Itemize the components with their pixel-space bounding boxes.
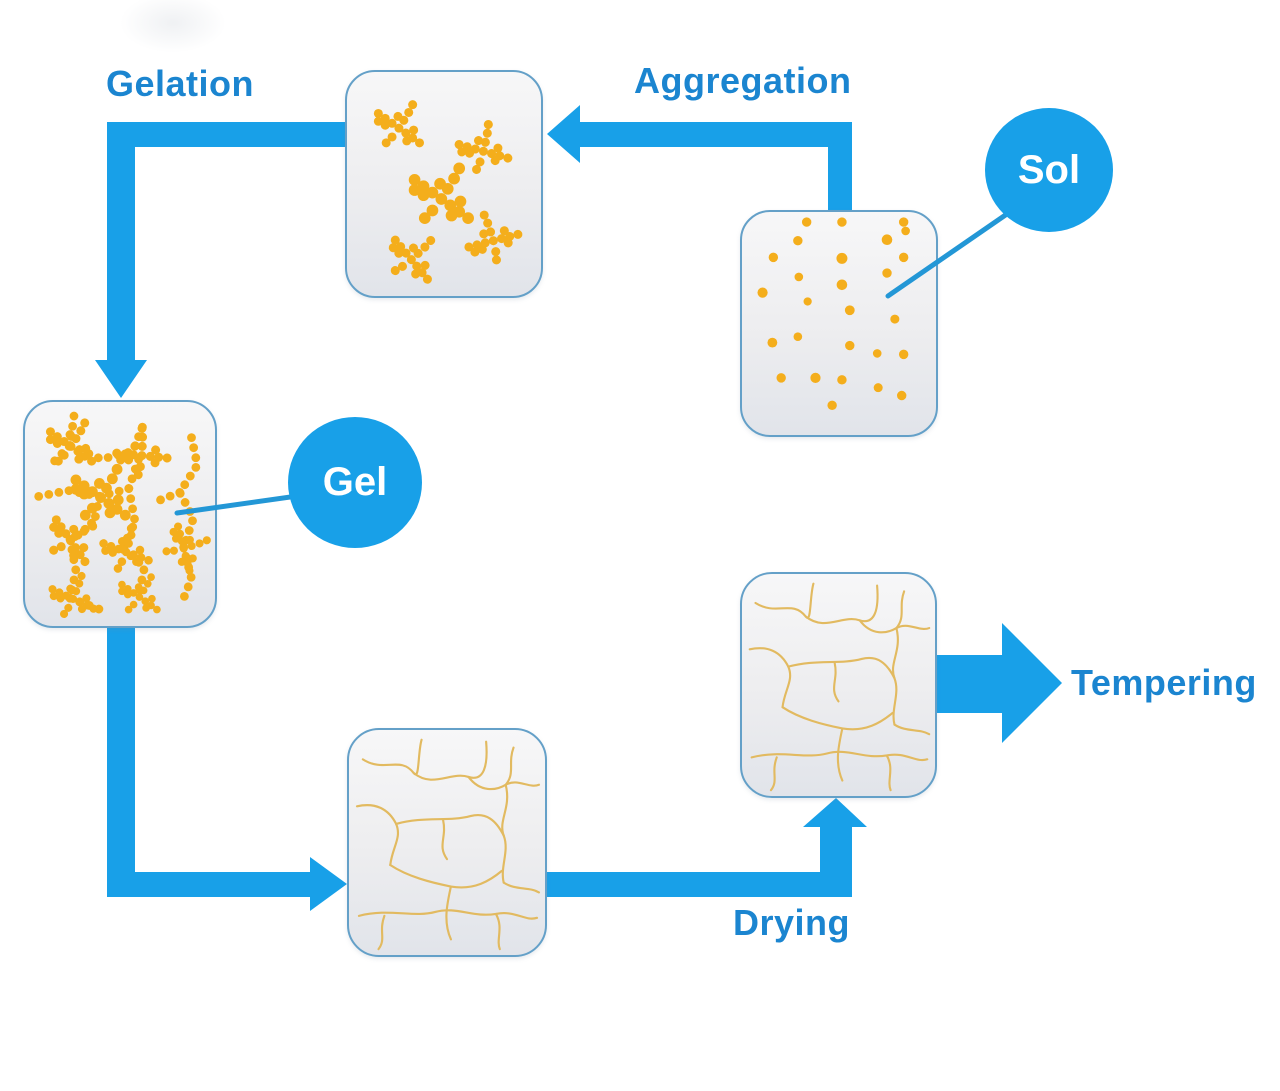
gelation-arrow [95,122,345,398]
drying-label: Drying [733,902,851,943]
drying-arrow [547,798,867,897]
tempering-arrow [937,623,1062,743]
particle-cluster-graphic [373,100,525,285]
aggregation-label: Aggregation [634,60,852,101]
faint-smudge [118,0,228,54]
aggregation-arrow [547,105,852,210]
gel-callout-bubble: Gel [288,417,422,548]
dispersed-particles-graphic [757,217,910,411]
aggregated-particles-box [345,70,543,298]
wet-gel-box [347,728,547,957]
sol-box [740,210,938,437]
gel-to-drying-arrow [107,628,347,911]
tempering-label: Tempering [1071,662,1257,703]
crack-texture-graphic [748,582,931,792]
gel-box [23,400,217,628]
dried-gel-box [740,572,937,798]
crack-texture-graphic [355,738,541,951]
gel-callout-text: Gel [322,460,388,504]
sol-callout-text: Sol [1017,147,1081,192]
sol-callout-bubble: Sol [985,108,1113,232]
gelation-label: Gelation [106,63,255,104]
gel-network-graphic [34,411,215,620]
